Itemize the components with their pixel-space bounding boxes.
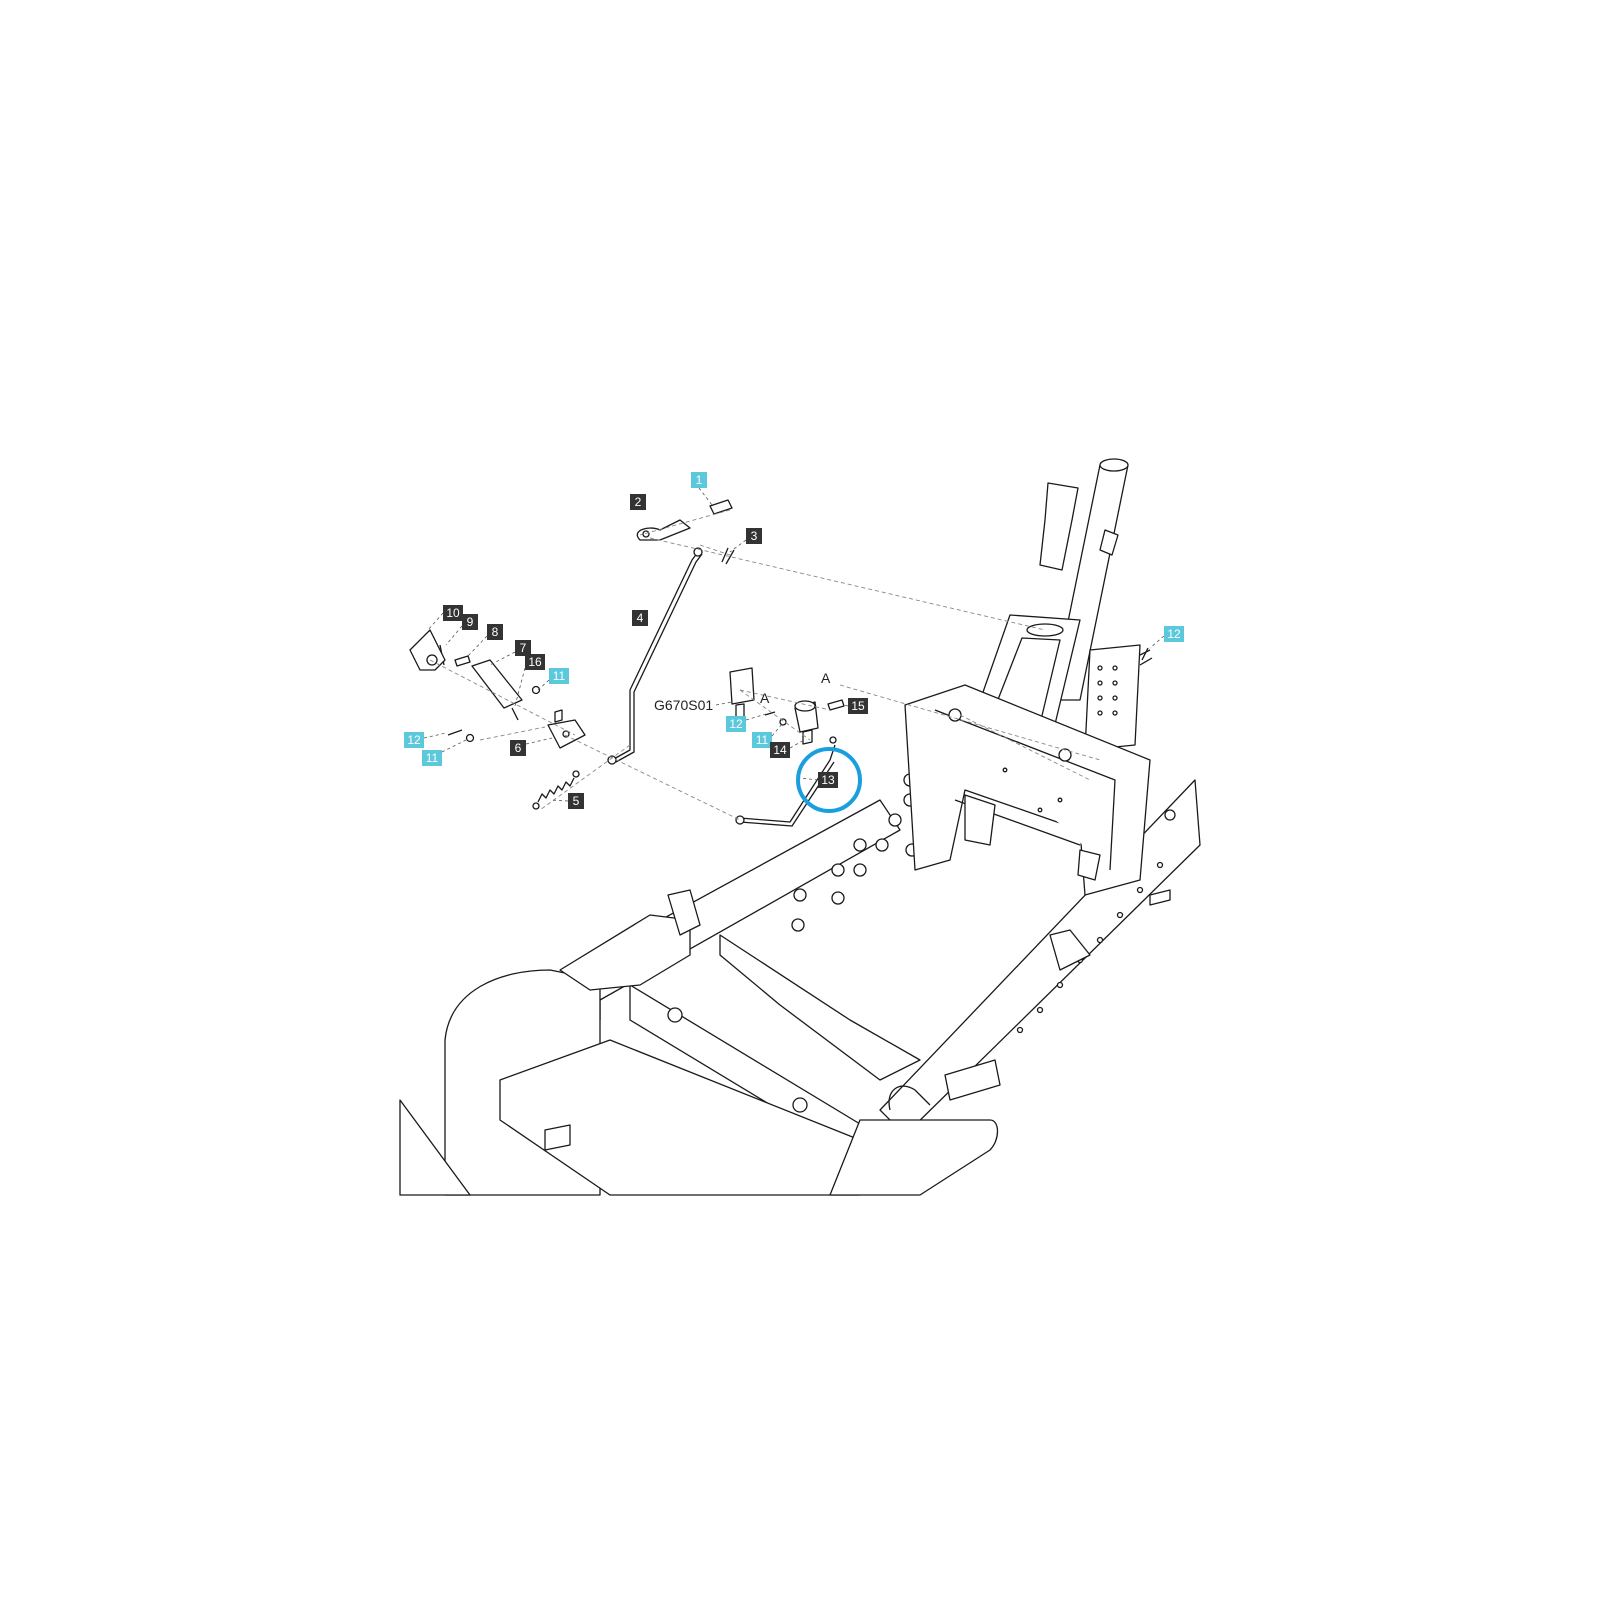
svg-text:12: 12: [1167, 627, 1181, 641]
callout-11: 11: [752, 723, 783, 748]
svg-text:1: 1: [696, 473, 703, 487]
svg-text:12: 12: [729, 717, 743, 731]
callout-6: 6: [510, 737, 553, 756]
pivot-block: [729, 667, 755, 705]
callout-7: 7: [489, 640, 531, 666]
spring-5: [537, 777, 575, 803]
callout-3: 3: [729, 528, 762, 553]
clip-2: [636, 519, 691, 541]
pin-1: [709, 499, 733, 515]
svg-text:9: 9: [467, 615, 474, 629]
svg-text:10: 10: [446, 606, 460, 620]
callout-11: 11: [422, 739, 467, 766]
svg-text:16: 16: [528, 655, 542, 669]
svg-text:3: 3: [751, 529, 758, 543]
callout-12: 12: [1149, 626, 1184, 649]
assembly-lines: [429, 509, 1101, 821]
svg-text:12: 12: [407, 733, 421, 747]
plate-holes: [1097, 665, 1118, 716]
callout-11: 11: [537, 668, 569, 691]
callout-13: 13: [796, 747, 862, 813]
svg-text:13: 13: [821, 773, 835, 787]
callout-14: 14: [770, 739, 805, 758]
pin-15: [827, 699, 845, 711]
steering-tower: [904, 458, 1153, 896]
svg-text:8: 8: [492, 625, 499, 639]
reference-mark-a: A: [760, 690, 770, 706]
sector-10: [409, 629, 446, 671]
callout-12: 12: [404, 732, 447, 748]
callout-16: 16: [514, 654, 545, 707]
svg-text:15: 15: [851, 699, 865, 713]
svg-text:2: 2: [635, 495, 642, 509]
drawing-code: G670S01: [654, 697, 713, 713]
svg-text:6: 6: [515, 741, 522, 755]
cotter-3: [721, 547, 735, 565]
exploded-parts: [409, 499, 1149, 827]
svg-text:5: 5: [573, 794, 580, 808]
rod-13: [739, 744, 836, 823]
plate-7: [471, 659, 523, 709]
callout-15: 15: [843, 698, 868, 714]
callout-10: 10: [427, 605, 463, 631]
svg-text:14: 14: [773, 743, 787, 757]
bolt-16: [511, 707, 519, 721]
rod-4: [611, 551, 699, 761]
svg-text:11: 11: [553, 669, 566, 683]
svg-text:4: 4: [637, 611, 644, 625]
callout-9: 9: [445, 614, 478, 646]
reference-mark-a: A: [821, 670, 831, 686]
callout-4: 4: [632, 610, 648, 626]
highlight-ring: [796, 747, 862, 813]
callout-1: 1: [691, 472, 713, 506]
callouts: 1 2 3 4 5 6 7: [404, 472, 1184, 813]
rail-bolts: [791, 773, 932, 932]
callout-5: 5: [549, 793, 584, 809]
svg-text:11: 11: [756, 733, 769, 747]
svg-text:7: 7: [520, 641, 527, 655]
callout-12: 12: [726, 713, 767, 732]
pin-8: [454, 655, 471, 667]
svg-text:11: 11: [426, 751, 439, 765]
callout-8: 8: [467, 624, 503, 657]
callout-2: 2: [630, 494, 646, 510]
